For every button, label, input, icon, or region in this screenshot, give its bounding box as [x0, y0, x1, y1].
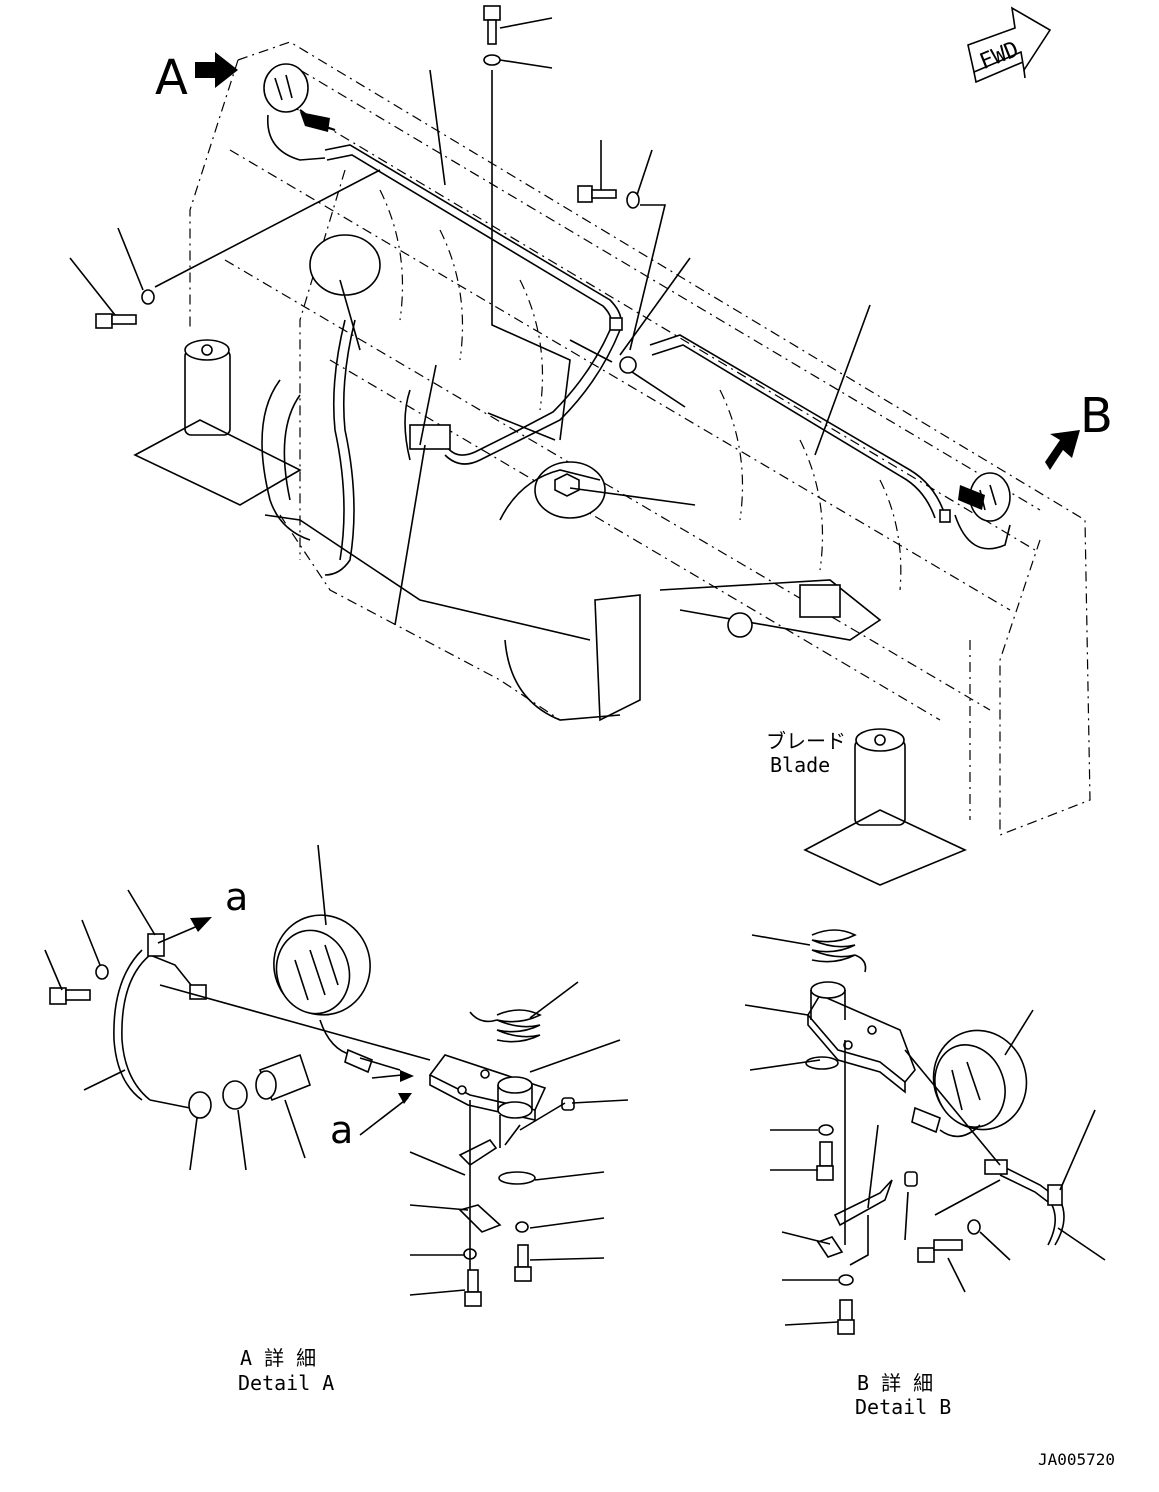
detail-a-lamp: [273, 914, 373, 1074]
detail-a-arrow-label-side: a: [330, 1108, 353, 1152]
drawing-number: JA005720: [1038, 1450, 1115, 1469]
blade-label-jp: ブレード: [766, 729, 846, 753]
detail-a-bracket: [428, 1054, 547, 1121]
detail-b-title-jp: B 詳 細: [857, 1371, 933, 1395]
main-blade-view: [69, 5, 1091, 886]
detail-a-view: [44, 844, 629, 1307]
arrow-a-icon: [195, 52, 238, 88]
detail-a-arrow-label-top: a: [225, 875, 248, 919]
arrow-b-icon: [1045, 430, 1080, 470]
harness-conduit: [324, 144, 951, 523]
blade-label-en: Blade: [770, 753, 830, 777]
work-light-right: [954, 472, 1011, 550]
detail-b-view: [744, 929, 1106, 1335]
blade-center-parts: [133, 234, 967, 886]
detail-b-bracket: [807, 981, 916, 1094]
view-a-label: A: [155, 50, 188, 106]
view-b-label: B: [1080, 388, 1113, 444]
main-hardware: [95, 5, 640, 329]
detail-a-title-en: Detail A: [238, 1371, 334, 1395]
detail-b-title-en: Detail B: [855, 1395, 951, 1419]
detail-a-title-jp: A 詳 細: [240, 1346, 316, 1370]
leader-lines: [69, 17, 871, 626]
fwd-direction-icon: [967, 6, 1052, 84]
detail-b-lamp: [911, 1029, 1028, 1138]
work-light-left: [263, 63, 336, 161]
